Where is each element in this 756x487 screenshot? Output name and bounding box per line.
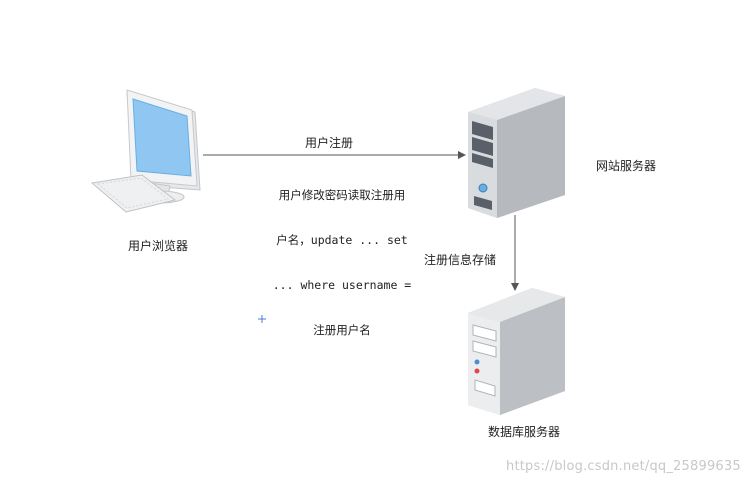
database-server-label: 数据库服务器 <box>488 425 561 439</box>
web-server-label: 网站服务器 <box>596 159 657 173</box>
register-edge-note: 用户修改密码读取注册用 户名，update ... set ... where … <box>260 158 424 353</box>
note-line-3: ... where username = <box>272 278 412 292</box>
note-line-4: 注册用户名 <box>313 323 371 337</box>
watermark: https://blog.csdn.net/qq_25899635 <box>506 459 741 474</box>
store-edge-label: 注册信息存储 <box>424 253 497 267</box>
register-edge-label: 用户注册 <box>305 136 354 150</box>
note-line-2: 户名，update ... set <box>276 233 408 247</box>
crosshair-icon <box>258 315 266 323</box>
note-line-1: 用户修改密码读取注册用 <box>278 188 406 202</box>
browser-label: 用户浏览器 <box>128 239 189 253</box>
